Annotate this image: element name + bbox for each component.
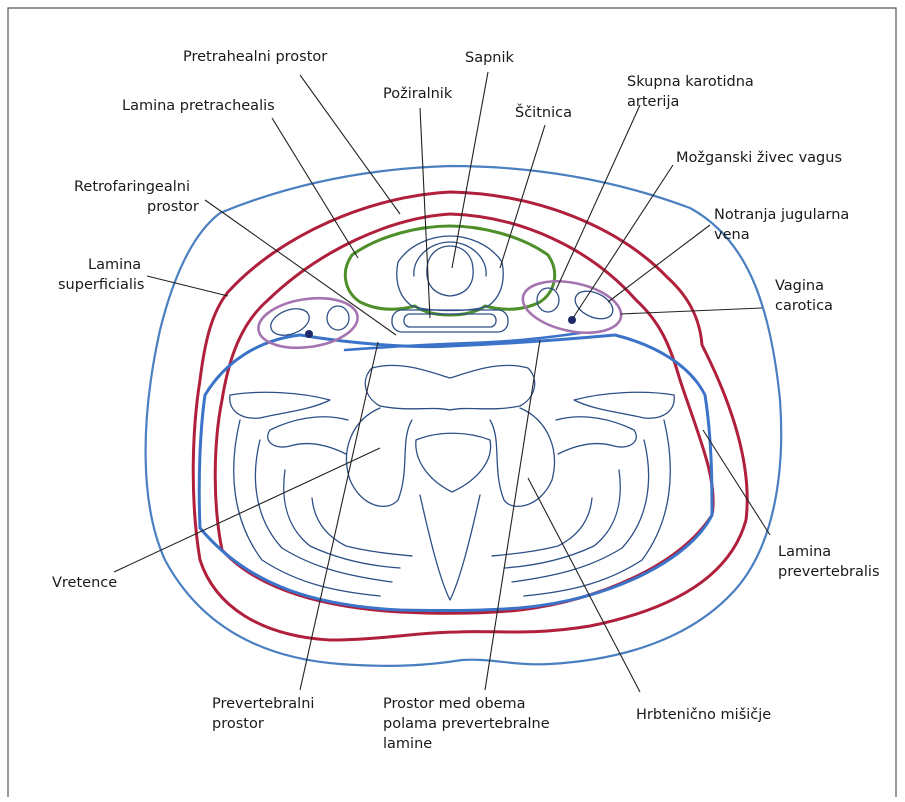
label-skupna-karotidna-line1: Skupna karotidna: [627, 74, 754, 90]
posterior-muscle-right: [574, 392, 674, 418]
label-sapnik: Sapnik: [465, 50, 515, 66]
label-med-obema-line2: polama prevertebralne: [383, 716, 550, 732]
label-jugularna-line1: Notranja jugularna: [714, 207, 849, 223]
label-vagina-line2: carotica: [775, 298, 833, 314]
vertebral-arch-left: [347, 408, 412, 506]
midline-structures: [392, 236, 508, 332]
label-superficialis-line1: Lamina: [88, 257, 141, 273]
muscle-layer-right-3: [504, 470, 620, 568]
thyroid-outline: [397, 236, 503, 311]
muscle-layer-right-2: [512, 440, 649, 582]
vertebral-arch-right: [490, 408, 554, 506]
figure-frame: [8, 8, 896, 797]
leader-poziralnik: [420, 108, 430, 318]
leader-superficialis: [147, 276, 228, 296]
label-prevertebralis-line2: prevertebralis: [778, 564, 880, 580]
label-prevertebralni-line2: prostor: [212, 716, 264, 732]
label-jugularna-line2: vena: [714, 227, 750, 243]
muscle-layer-left-1: [234, 420, 380, 596]
leader-jugularna: [608, 225, 710, 302]
label-lamina-pretrachealis: Lamina pretrachealis: [122, 98, 275, 114]
label-prevertebralis-line1: Lamina: [778, 544, 831, 560]
leader-lamina-pretrachealis: [272, 118, 358, 258]
jugular-vein-right: [571, 286, 617, 325]
carotid-artery-left: [327, 306, 349, 330]
posterior-muscle-left: [230, 392, 330, 418]
label-med-obema-line1: Prostor med obema: [383, 696, 526, 712]
label-pretrahealni-prostor: Pretrahealni prostor: [183, 49, 327, 65]
trachea-inner: [414, 242, 486, 276]
label-med-obema-line3: lamine: [383, 736, 432, 752]
label-skupna-karotidna-line2: arterija: [627, 94, 679, 110]
vertebral-structures: [230, 365, 674, 600]
label-prevertebralni-line1: Prevertebralni: [212, 696, 314, 712]
transverse-process-right: [556, 417, 636, 454]
leader-med-obema: [485, 340, 540, 690]
label-hrbtenicno-misicje: Hrbtenično mišičje: [636, 707, 771, 723]
label-vagina-line1: Vagina: [775, 278, 824, 294]
vertebral-body: [365, 365, 534, 410]
label-superficialis-line2: superficialis: [58, 277, 144, 293]
label-poziralnik: Požiralnik: [383, 86, 453, 102]
spinal-canal: [416, 433, 491, 492]
vagus-nerve-left: [305, 330, 313, 338]
trachea: [427, 246, 473, 296]
leader-retrofaringealni: [205, 200, 396, 335]
muscle-layer-left-4: [312, 498, 412, 556]
spinous-process: [420, 495, 480, 600]
label-retrofaringealni-line1: Retrofaringealni: [74, 179, 190, 195]
muscle-layer-left-2: [255, 440, 392, 582]
label-retrofaringealni-line2: prostor: [147, 199, 199, 215]
leader-karotidna: [556, 105, 640, 290]
esophagus-outer: [392, 310, 508, 332]
label-scitnica: Ščitnica: [515, 103, 572, 121]
vagus-nerve-right: [568, 316, 576, 324]
transverse-process-left: [268, 417, 348, 454]
label-vagus: Možganski živec vagus: [676, 150, 842, 166]
label-vretence: Vretence: [52, 575, 117, 591]
carotid-sheath-right: [518, 273, 626, 341]
